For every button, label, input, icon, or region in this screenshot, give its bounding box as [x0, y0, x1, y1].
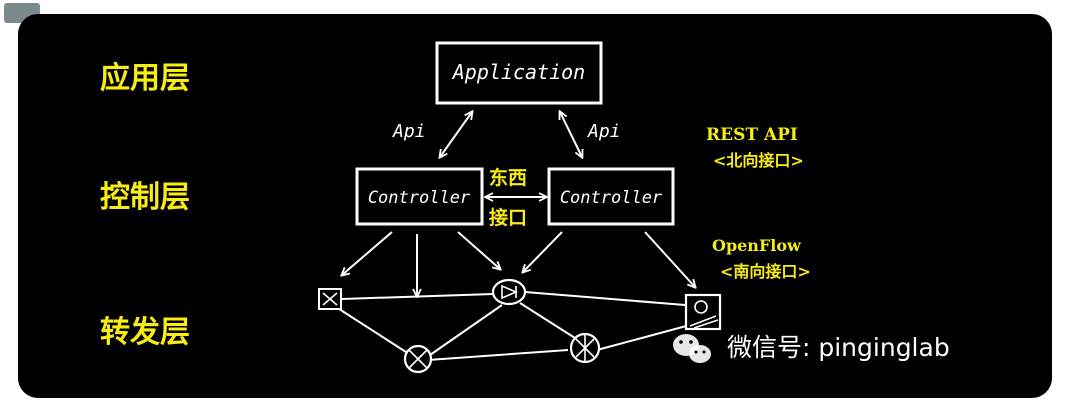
- wechat-icon: [673, 334, 711, 363]
- southbound-arrow-3: [457, 231, 500, 269]
- switch-node-4: [569, 332, 601, 364]
- application-label: Application: [451, 60, 585, 84]
- switch-node-2: [491, 278, 527, 306]
- watermark-text: 微信号: pinginglab: [727, 333, 950, 362]
- api-arrow-right: [560, 112, 582, 157]
- controller-left-label: Controller: [368, 188, 471, 208]
- southbound-arrow-4: [523, 231, 563, 272]
- data-plane-links: [335, 291, 691, 361]
- switch-node-1: [318, 288, 342, 310]
- switch-node-3: [403, 344, 433, 374]
- southbound-arrow-5: [644, 231, 695, 287]
- controller-right-box: [547, 167, 675, 226]
- layer-label-forwarding: 转发层: [100, 315, 190, 350]
- east-west-label-line2: 接口: [489, 207, 527, 229]
- controller-left-box: [355, 167, 484, 226]
- east-west-label-line1: 东西: [489, 166, 527, 189]
- northbound-annotation: <北向接口>: [713, 151, 804, 170]
- rest-api-annotation: REST API: [706, 125, 798, 145]
- application-box: [435, 41, 603, 105]
- controller-right-label: Controller: [560, 188, 663, 208]
- openflow-annotation: OpenFlow: [712, 236, 802, 255]
- layer-label-control: 控制层: [100, 180, 190, 215]
- switch-node-5: [684, 293, 722, 331]
- api-arrow-left: [440, 112, 472, 157]
- southbound-arrow-1: [342, 231, 393, 275]
- api-label-right: Api: [587, 121, 621, 142]
- southbound-annotation: <南向接口>: [720, 262, 811, 281]
- layer-label-application: 应用层: [100, 61, 190, 96]
- diagram-board: [18, 14, 1052, 398]
- api-label-left: Api: [392, 121, 426, 142]
